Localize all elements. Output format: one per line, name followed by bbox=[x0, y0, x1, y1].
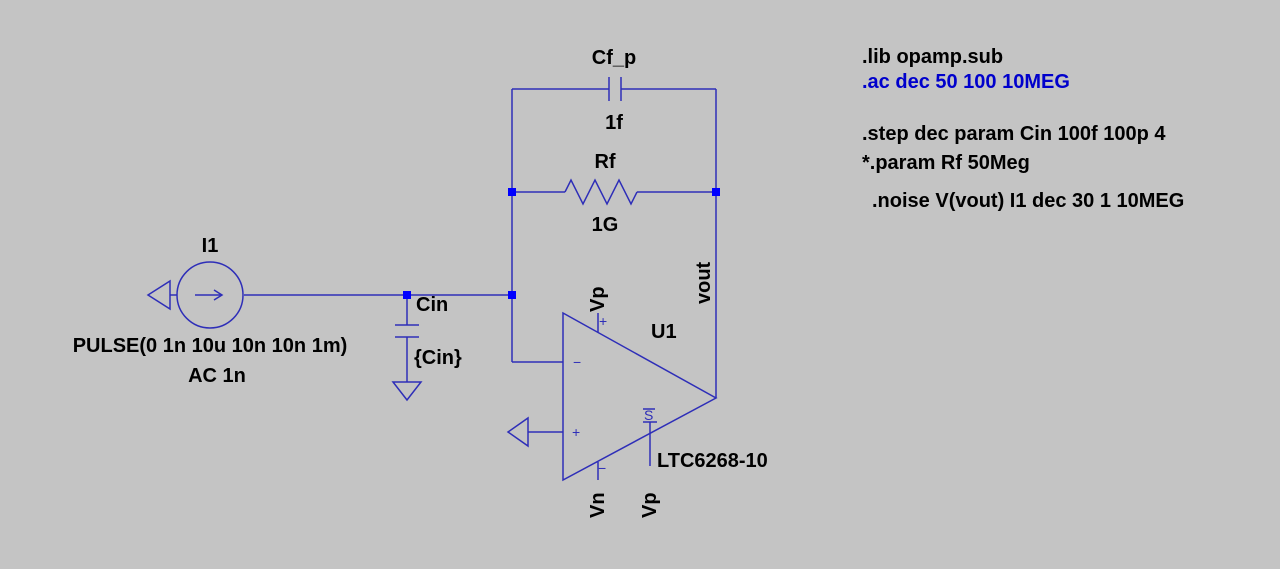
directive-noise[interactable]: .noise V(vout) I1 dec 30 1 10MEG bbox=[872, 190, 1184, 212]
junction-dot[interactable] bbox=[712, 188, 720, 196]
ground-symbol-i1[interactable] bbox=[146, 279, 171, 311]
net-label-vp-shdn[interactable]: Vp bbox=[639, 492, 661, 518]
ground-symbol-opamp[interactable] bbox=[506, 416, 529, 448]
net-label-vout[interactable]: vout bbox=[693, 261, 715, 304]
i1-ac-label[interactable]: AC 1n bbox=[188, 365, 246, 387]
cf-name-label[interactable]: Cf_p bbox=[592, 47, 636, 69]
cin-name-label[interactable]: Cin bbox=[416, 294, 448, 316]
u1-model-label[interactable]: LTC6268-10 bbox=[657, 450, 768, 472]
i1-value-label[interactable]: PULSE(0 1n 10u 10n 10n 1m) bbox=[73, 335, 348, 357]
net-label-vp-top[interactable]: Vp bbox=[587, 286, 609, 312]
opamp-shutdown-pin-label: S bbox=[644, 407, 653, 423]
junction-dot[interactable] bbox=[508, 291, 516, 299]
u1-name-label[interactable]: U1 bbox=[651, 321, 677, 343]
junction-dot[interactable] bbox=[508, 188, 516, 196]
opamp-plus-pin-top: + bbox=[599, 313, 607, 329]
cf-value-label[interactable]: 1f bbox=[605, 112, 623, 134]
capacitor-cf-p[interactable] bbox=[608, 77, 622, 101]
spice-directives: .lib opamp.sub .ac dec 50 100 10MEG .ste… bbox=[862, 46, 1184, 212]
current-source-i1[interactable] bbox=[170, 261, 244, 329]
opamp-plus-input-marker: + bbox=[572, 424, 580, 440]
rf-name-label[interactable]: Rf bbox=[594, 151, 615, 173]
capacitor-cin[interactable] bbox=[395, 324, 419, 338]
directive-param[interactable]: *.param Rf 50Meg bbox=[862, 152, 1030, 174]
net-label-vn[interactable]: Vn bbox=[587, 492, 609, 518]
opamp-minus-input-marker: − bbox=[573, 354, 581, 370]
opamp-minus-pin-bottom: − bbox=[598, 460, 606, 476]
rf-value-label[interactable]: 1G bbox=[592, 214, 619, 236]
directive-lib[interactable]: .lib opamp.sub bbox=[862, 46, 1003, 68]
directive-ac[interactable]: .ac dec 50 100 10MEG bbox=[862, 71, 1070, 93]
cin-value-label[interactable]: {Cin} bbox=[414, 347, 462, 369]
junction-dot[interactable] bbox=[403, 291, 411, 299]
i1-name-label[interactable]: I1 bbox=[202, 235, 219, 257]
directive-step[interactable]: .step dec param Cin 100f 100p 4 bbox=[862, 123, 1166, 145]
wires bbox=[244, 88, 717, 433]
opamp-u1[interactable] bbox=[562, 311, 718, 482]
ground-symbol-cin[interactable] bbox=[391, 381, 423, 402]
resistor-rf[interactable] bbox=[564, 178, 638, 206]
junctions bbox=[403, 188, 720, 299]
